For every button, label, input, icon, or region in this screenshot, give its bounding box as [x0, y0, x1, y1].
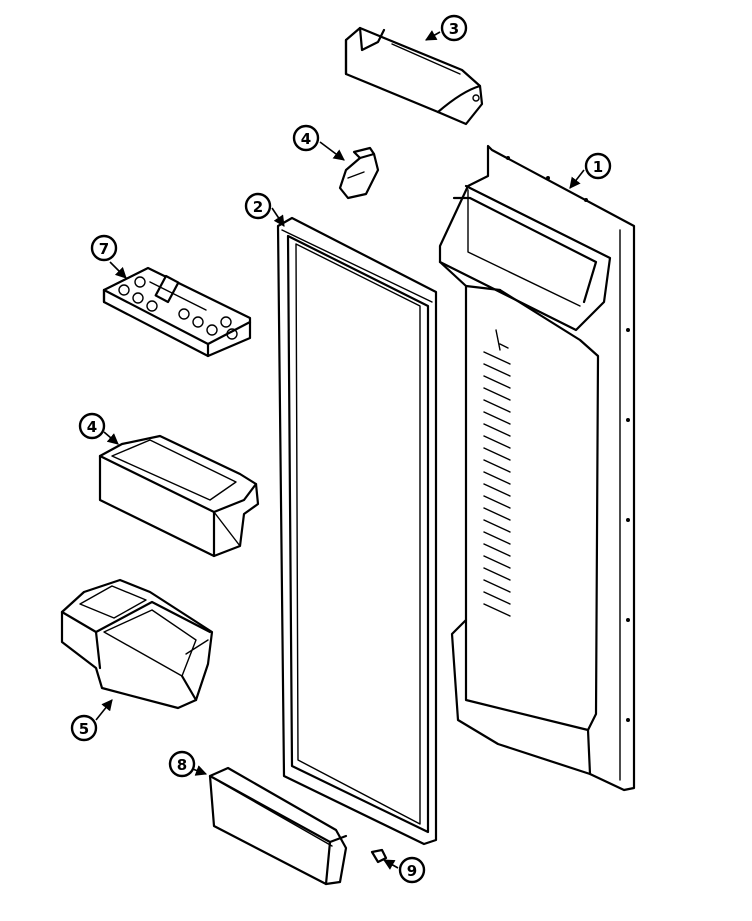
- part-4-door-bin: [98, 434, 260, 558]
- callout-5-label: 5: [79, 720, 89, 738]
- callout-8: 8: [168, 750, 196, 778]
- callout-1: 1: [584, 152, 612, 180]
- part-4-small-cap: [338, 146, 380, 200]
- part-1-door-liner: [438, 144, 636, 792]
- callout-9-label: 9: [407, 862, 417, 880]
- callout-3-label: 3: [449, 20, 459, 38]
- callout-2: 2: [244, 192, 272, 220]
- part-9-plug: [370, 848, 388, 864]
- callout-4-middle: 4: [78, 412, 106, 440]
- callout-4-top: 4: [292, 124, 320, 152]
- callout-4-top-label: 4: [301, 130, 311, 148]
- callout-2-label: 2: [253, 198, 263, 216]
- callout-5: 5: [70, 714, 98, 742]
- callout-7-label: 7: [99, 240, 109, 258]
- part-3-dispenser-cover: [344, 26, 484, 126]
- callout-9: 9: [398, 856, 426, 884]
- callout-8-label: 8: [177, 756, 187, 774]
- part-2-door-gasket: [276, 216, 438, 846]
- callout-1-label: 1: [593, 158, 603, 176]
- callout-3: 3: [440, 14, 468, 42]
- part-5-dairy-bin: [60, 578, 214, 710]
- part-7-egg-tray: [102, 266, 252, 358]
- part-8-bottom-bin: [208, 766, 348, 886]
- callout-4-middle-label: 4: [87, 418, 97, 436]
- callout-7: 7: [90, 234, 118, 262]
